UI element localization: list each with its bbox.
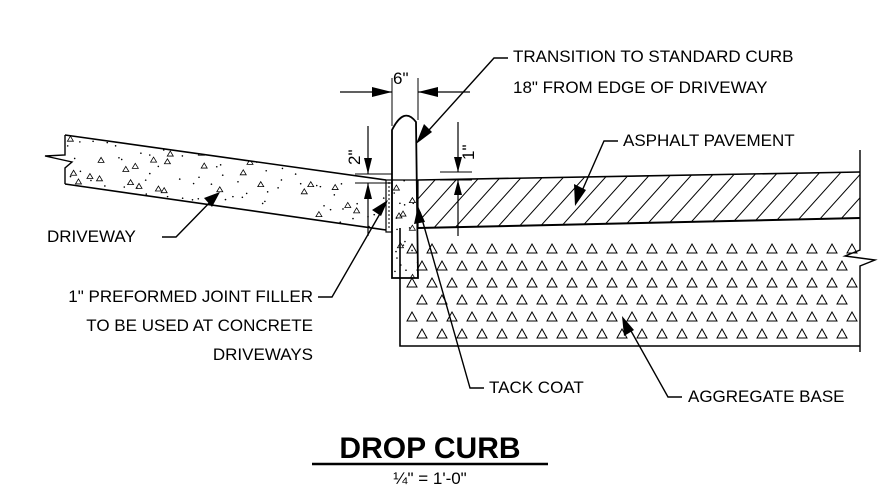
dim-1in: 1" <box>459 145 478 161</box>
label-tack-coat: TACK COAT <box>489 378 584 397</box>
leader-asphalt <box>574 140 618 206</box>
dim-2in: 2" <box>345 150 364 166</box>
leader-driveway <box>162 192 220 238</box>
driveway-slab <box>44 134 387 231</box>
leader-joint-filler <box>318 200 388 298</box>
drawing-title: DROP CURB <box>339 432 520 465</box>
dimension-curb-reveal: 2" <box>345 126 392 236</box>
dim-6in: 6" <box>393 69 409 88</box>
leader-tack-coat <box>414 206 484 389</box>
leader-transition <box>416 57 508 144</box>
label-driveway: DRIVEWAY <box>47 227 136 246</box>
label-aggregate: AGGREGATE BASE <box>688 387 845 406</box>
drop-curb <box>391 114 419 279</box>
label-joint-2: TO BE USED AT CONCRETE <box>86 316 313 335</box>
leader-aggregate <box>622 316 682 398</box>
drawing-scale: ¼" = 1'-0" <box>393 469 466 488</box>
label-asphalt: ASPHALT PAVEMENT <box>623 131 795 150</box>
tack-coat-line <box>417 217 861 229</box>
right-break-line <box>842 150 878 352</box>
left-break-line <box>44 135 74 184</box>
label-transition-2: 18" FROM EDGE OF DRIVEWAY <box>513 78 767 97</box>
dimension-curb-width: 6" <box>340 69 470 126</box>
aggregate-base <box>399 228 860 347</box>
label-joint-1: 1" PREFORMED JOINT FILLER <box>68 287 313 306</box>
dimension-asphalt-step: 1" <box>440 122 478 236</box>
label-transition-1: TRANSITION TO STANDARD CURB <box>513 47 794 66</box>
label-joint-3: DRIVEWAYS <box>213 345 313 364</box>
